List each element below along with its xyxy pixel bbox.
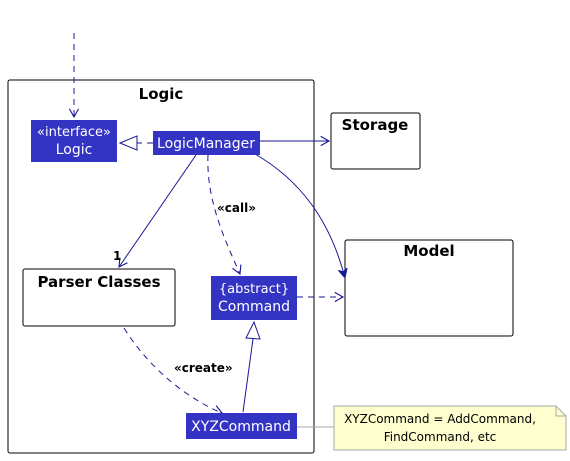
logic-package-title: Logic [139, 85, 184, 103]
logic-manager-name: LogicManager [157, 136, 255, 152]
create-label: «create» [174, 361, 233, 375]
model-edge [254, 153, 345, 278]
parser-classes-box: Parser Classes [22, 268, 176, 327]
parser-multiplicity: 1 [113, 249, 121, 263]
model-title: Model [403, 242, 454, 260]
logic-package: Logic [7, 79, 315, 454]
realization-edge-head [118, 135, 138, 151]
logic-manager-class: LogicManager [153, 131, 260, 155]
logic-interface-class: «interface» Logic [31, 120, 117, 162]
note: XYZCommand = AddCommand, FindCommand, et… [333, 405, 567, 451]
generalization-edge-head [245, 320, 261, 340]
command-class: {abstract} Command [211, 276, 297, 320]
parser-classes-title: Parser Classes [37, 273, 160, 291]
logic-interface-stereotype: «interface» [37, 125, 111, 140]
note-line-1: XYZCommand = AddCommand, [344, 412, 536, 426]
command-name: Command [218, 299, 290, 315]
call-label: «call» [217, 201, 256, 215]
call-edge [207, 154, 242, 276]
create-edge [123, 327, 224, 415]
xyz-command-name: XYZCommand [191, 419, 291, 435]
xyz-command-class: XYZCommand [186, 413, 297, 439]
edges [68, 33, 345, 428]
model-component: Model [344, 239, 514, 337]
logic-interface-name: Logic [56, 142, 93, 158]
generalization-edge-line [242, 338, 254, 413]
note-line-2: FindCommand, etc [384, 430, 497, 444]
parser-edge [118, 154, 197, 268]
command-stereotype: {abstract} [219, 282, 289, 297]
storage-title: Storage [342, 116, 409, 134]
storage-component: Storage [330, 112, 421, 170]
